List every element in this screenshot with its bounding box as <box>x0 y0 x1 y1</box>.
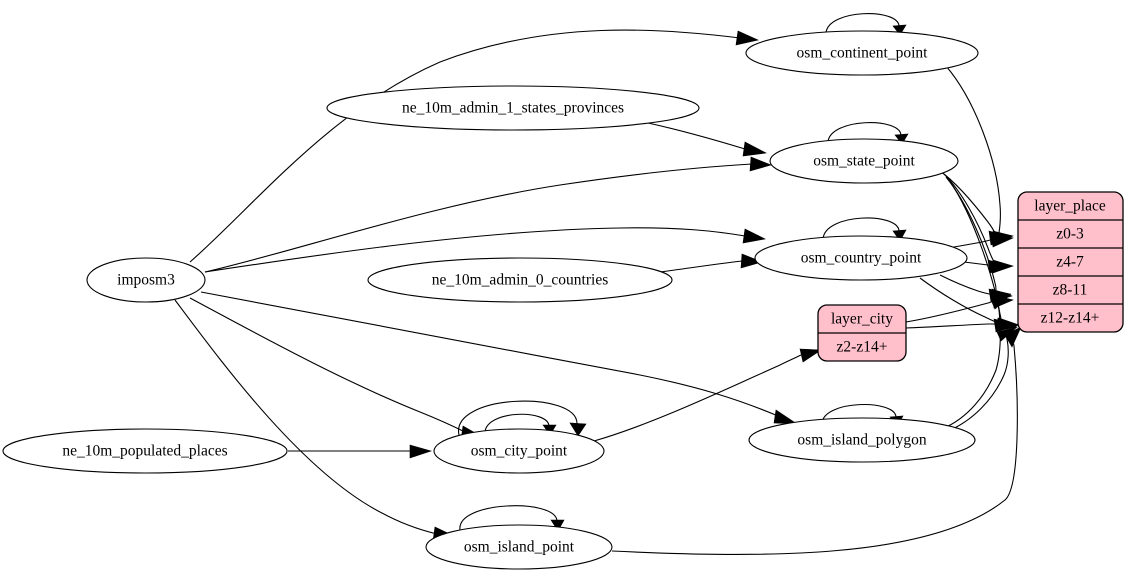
edge-imposm3-to-osm-continent-point <box>189 29 759 263</box>
node-osm-island-polygon[interactable]: osm_island_polygon <box>748 417 976 463</box>
edge-self-loop-outer-osm-city-point <box>458 400 587 437</box>
node-osm-country-point[interactable]: osm_country_point <box>754 235 968 281</box>
node-osm-city-point-label: osm_city_point <box>471 443 568 460</box>
edge-self-loop-osm-island-point <box>459 505 565 532</box>
nodes-layer: imposm3 ne_10m_admin_1_states_provinces … <box>2 30 979 570</box>
edge-osm-island-polygon-to-layer-place-z12-z14 <box>947 326 1018 432</box>
edge-osm-island-point-to-layer-place-z12-z14 <box>611 326 1022 555</box>
record-layer-place-row-z8-11[interactable]: z8-11 <box>1053 282 1088 299</box>
edge-ne-countries-to-osm-country-point <box>659 253 763 273</box>
node-osm-continent-point[interactable]: osm_continent_point <box>745 30 979 76</box>
edge-osm-country-point-to-layer-place-z4-7 <box>963 259 1014 274</box>
record-layer-place[interactable]: layer_place z0-3 z4-7 z8-11 z12-z14+ <box>1017 191 1124 333</box>
edge-imposm3-to-osm-island-point <box>174 299 457 542</box>
node-ne-10m-admin-1-states-provinces[interactable]: ne_10m_admin_1_states_provinces <box>326 85 700 131</box>
record-layer-place-row-z12-z14[interactable]: z12-z14+ <box>1041 310 1100 327</box>
node-imposm3-label: imposm3 <box>117 272 175 289</box>
edge-self-loop-osm-country-point <box>822 217 907 242</box>
node-osm-island-point-label: osm_island_point <box>464 539 575 556</box>
edge-ne-states-to-osm-state-point <box>647 122 767 157</box>
edge-osm-city-point-to-layer-city-z2-z14 <box>593 348 822 442</box>
node-osm-island-polygon-label: osm_island_polygon <box>797 432 926 449</box>
edge-layer-city-to-layer-place-z12-z14 <box>905 317 1020 332</box>
edge-osm-country-point-to-layer-place-z0-3 <box>947 232 1014 249</box>
record-layer-city-row-z2-z14[interactable]: z2-z14+ <box>837 339 888 356</box>
edge-imposm3-to-osm-island-polygon <box>200 291 799 425</box>
edge-imposm3-to-osm-city-point <box>189 297 485 441</box>
node-osm-state-point[interactable]: osm_state_point <box>769 138 959 184</box>
record-layer-place-title: layer_place <box>1034 198 1106 215</box>
record-layer-city[interactable]: layer_city z2-z14+ <box>817 304 907 362</box>
node-ne-populated-label: ne_10m_populated_places <box>62 443 227 460</box>
node-ne-countries-label: ne_10m_admin_0_countries <box>432 272 609 289</box>
edge-imposm3-to-osm-country-point <box>204 227 766 273</box>
node-ne-states-label: ne_10m_admin_1_states_provinces <box>402 100 624 117</box>
node-ne-10m-admin-0-countries[interactable]: ne_10m_admin_0_countries <box>367 257 673 303</box>
node-osm-island-point[interactable]: osm_island_point <box>425 524 613 570</box>
node-osm-state-point-label: osm_state_point <box>813 153 915 170</box>
node-ne-10m-populated-places[interactable]: ne_10m_populated_places <box>2 428 288 474</box>
edge-imposm3-to-osm-state-point <box>204 156 772 273</box>
edge-ne-populated-to-osm-city-point <box>288 444 433 459</box>
node-osm-city-point[interactable]: osm_city_point <box>433 428 605 474</box>
record-layer-place-row-z0-3[interactable]: z0-3 <box>1056 226 1084 243</box>
node-osm-continent-point-label: osm_continent_point <box>797 45 929 62</box>
edge-self-loop-osm-state-point <box>827 122 909 145</box>
node-osm-country-point-label: osm_country_point <box>801 250 922 267</box>
edges-layer <box>174 13 1022 555</box>
record-layer-place-row-z4-7[interactable]: z4-7 <box>1056 254 1084 271</box>
node-imposm3[interactable]: imposm3 <box>86 257 206 303</box>
edge-osm-continent-point-to-layer-place-z0-3 <box>945 65 1014 245</box>
edge-self-loop-osm-continent-point <box>825 13 907 36</box>
records-layer: layer_place z0-3 z4-7 z8-11 z12-z14+ lay… <box>817 191 1124 362</box>
record-layer-city-title: layer_city <box>831 311 893 328</box>
edge-layer-city-to-layer-place-z8-11 <box>905 294 1014 323</box>
